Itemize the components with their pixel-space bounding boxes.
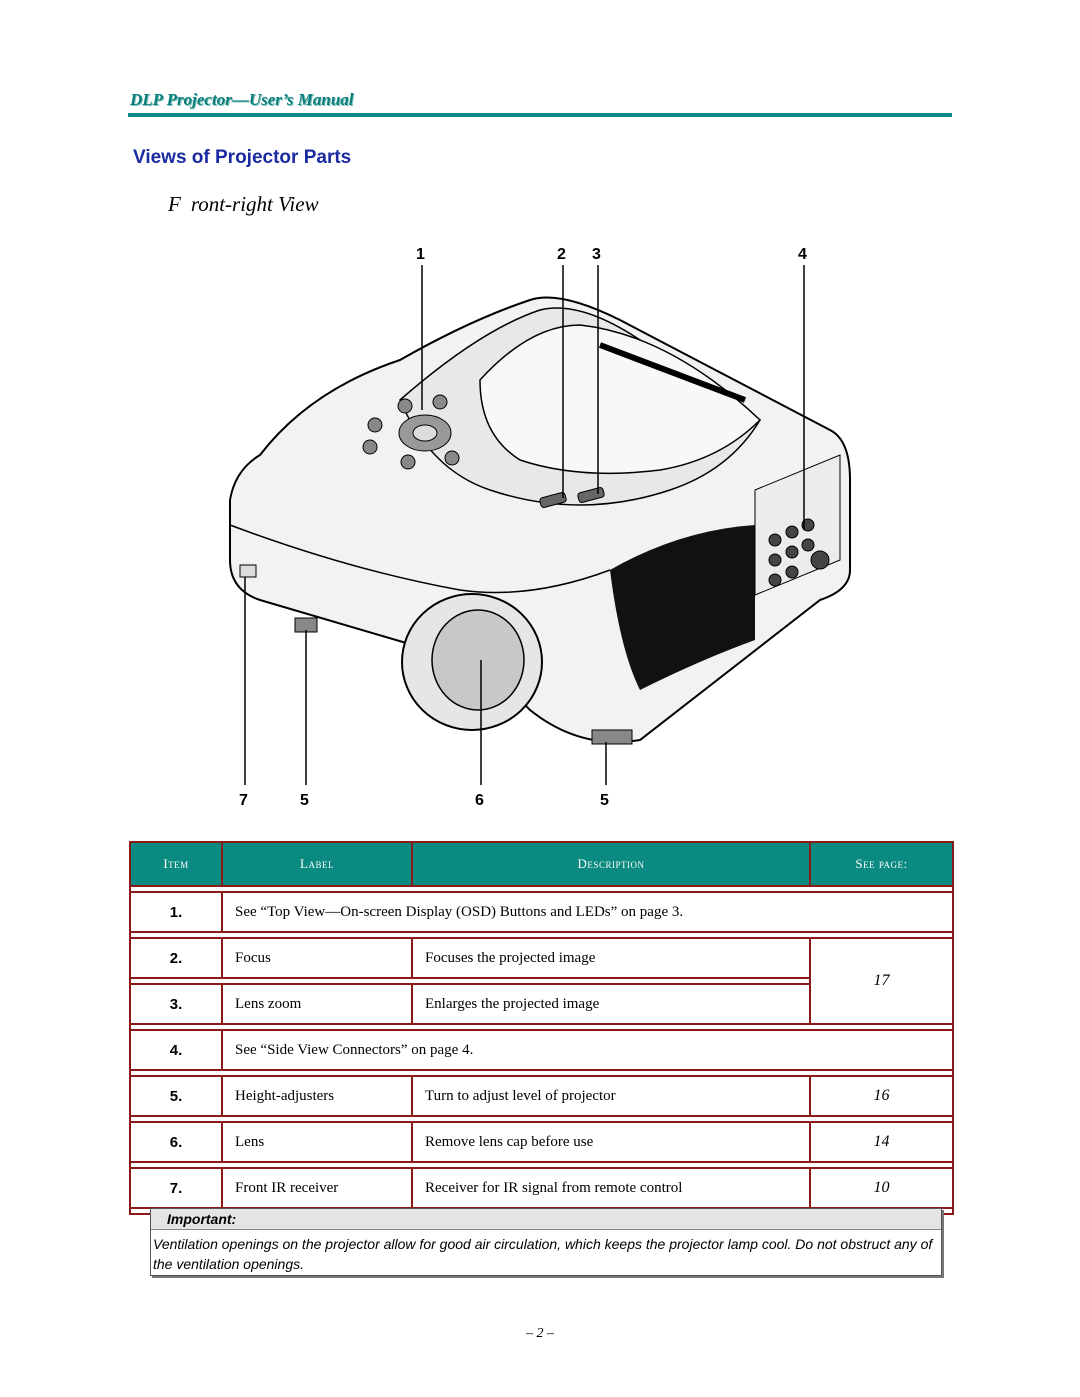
callout-1: 1: [416, 246, 425, 263]
item-description: Enlarges the projected image: [411, 983, 811, 1025]
item-number: 4.: [129, 1029, 223, 1071]
header-rule: [128, 113, 952, 117]
item-number: 6.: [129, 1121, 223, 1163]
callout-6: 6: [475, 792, 484, 809]
subsection-title-rest: ront-right View: [190, 192, 319, 216]
callout-2: 2: [557, 246, 566, 263]
item-label: Height-adjusters: [221, 1075, 413, 1117]
parts-table: Item Label Description See page: 1. See …: [129, 841, 954, 1215]
callout-5-left: 5: [300, 792, 309, 809]
item-number: 1.: [129, 891, 223, 933]
manual-header: DLP Projector—User’s Manual: [130, 90, 354, 109]
item-label: Focus: [221, 937, 413, 979]
table-row: 7. Front IR receiver Receiver for IR sig…: [129, 1167, 954, 1209]
table-row: 2. Focus Focuses the projected image 17: [129, 937, 954, 1025]
item-page: 10: [809, 1167, 954, 1209]
item-description: Turn to adjust level of projector: [411, 1075, 811, 1117]
item-number: 2.: [129, 937, 223, 979]
item-page: 17: [809, 937, 954, 1025]
callout-7: 7: [239, 792, 248, 809]
item-text: See “Top View—On-screen Display (OSD) Bu…: [221, 891, 954, 933]
item-label: Lens: [221, 1121, 413, 1163]
callout-5-right: 5: [600, 792, 609, 809]
important-title: Important:: [151, 1209, 941, 1230]
callout-4: 4: [798, 246, 807, 263]
projector-figure: 1 2 3 4 7 5 6 5: [200, 240, 880, 820]
header-item: Item: [129, 841, 223, 887]
table-row: 5. Height-adjusters Turn to adjust level…: [129, 1075, 954, 1117]
table-header-row: Item Label Description See page:: [129, 841, 954, 887]
table-row: 4. See “Side View Connectors” on page 4.: [129, 1029, 954, 1071]
item-number: 7.: [129, 1167, 223, 1209]
item-page: 16: [809, 1075, 954, 1117]
item-number: 5.: [129, 1075, 223, 1117]
item-label: Front IR receiver: [221, 1167, 413, 1209]
page-number: – 2 –: [526, 1326, 554, 1341]
important-note: Important: Ventilation openings on the p…: [150, 1208, 942, 1276]
item-page: 14: [809, 1121, 954, 1163]
projector-illustration: [229, 265, 851, 785]
item-number: 3.: [129, 983, 223, 1025]
important-text: Ventilation openings on the projector al…: [153, 1236, 933, 1272]
callout-3: 3: [592, 246, 601, 263]
item-description: Focuses the projected image: [411, 937, 811, 979]
header-see-page: See page:: [809, 841, 954, 887]
item-description: Receiver for IR signal from remote contr…: [411, 1167, 811, 1209]
table-row: 6. Lens Remove lens cap before use 14: [129, 1121, 954, 1163]
table-row: 1. See “Top View—On-screen Display (OSD)…: [129, 891, 954, 933]
header-label: Label: [221, 841, 413, 887]
subsection-title-initial: F: [168, 192, 181, 216]
item-text: See “Side View Connectors” on page 4.: [221, 1029, 954, 1071]
section-title: Views of Projector Parts: [133, 147, 352, 168]
item-label: Lens zoom: [221, 983, 413, 1025]
item-description: Remove lens cap before use: [411, 1121, 811, 1163]
table-row: 3. Lens zoom Enlarges the projected imag…: [129, 983, 953, 1025]
header-description: Description: [411, 841, 811, 887]
